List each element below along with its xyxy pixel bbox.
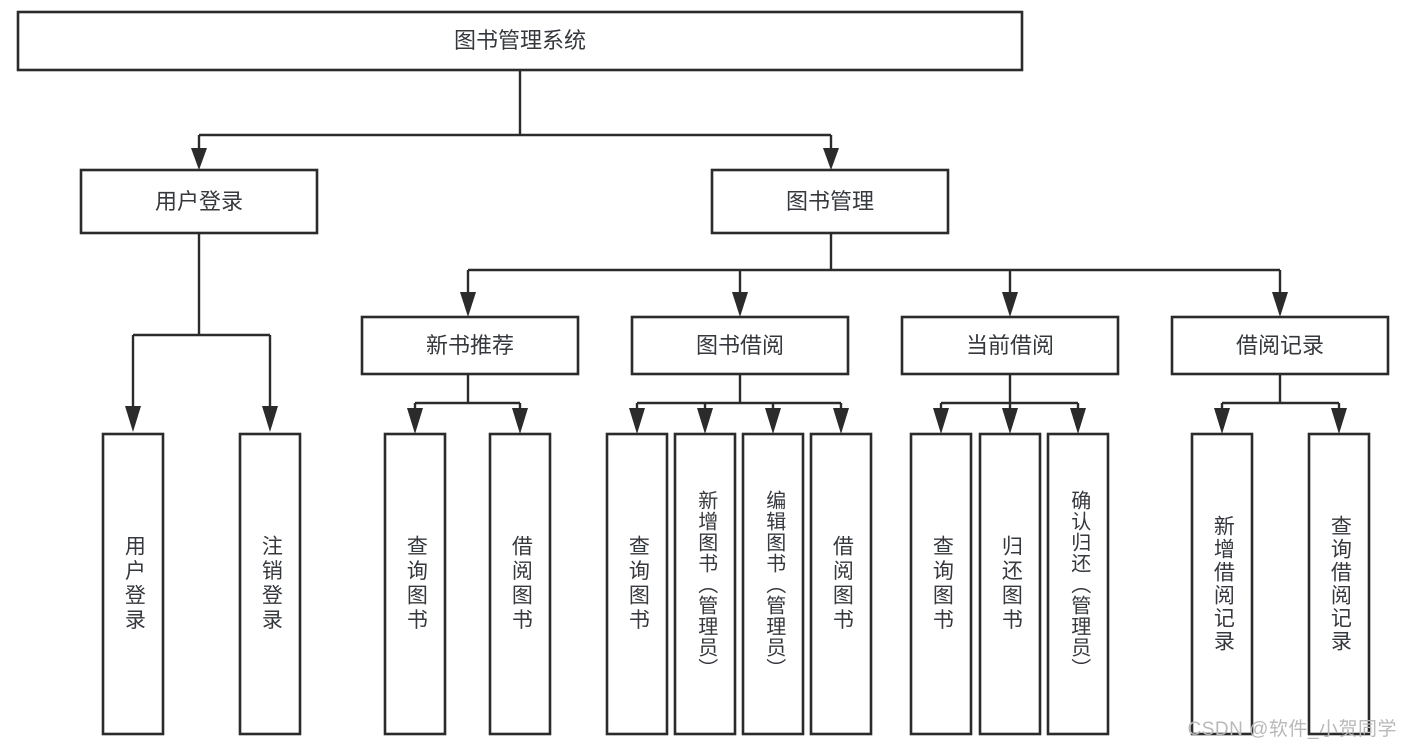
- arrowhead-leaf-user-login: [125, 406, 141, 432]
- node-root-box[interactable]: [16, 10, 1024, 72]
- node-new-book-rec-box[interactable]: [360, 315, 580, 376]
- arrowhead-book-borrow: [732, 292, 748, 317]
- arrowhead-book-mgmt: [823, 148, 839, 170]
- arrowhead-leaf-borrow-book-b: [833, 408, 849, 434]
- arrowhead-user-login: [191, 148, 207, 170]
- node-book-borrow-label: 图书借阅: [696, 333, 784, 358]
- connector-group: [125, 70, 1347, 434]
- arrowhead-leaf-query-book-c: [933, 408, 949, 434]
- arrowhead-current-borrow: [1002, 292, 1018, 317]
- arrowhead-borrow-record: [1272, 292, 1288, 317]
- node-leaf-return-book-box[interactable]: [978, 432, 1042, 736]
- arrowhead-new-book-rec: [460, 292, 476, 317]
- arrowhead-leaf-confirm-return: [1070, 408, 1086, 434]
- node-leaf-confirm-return-box[interactable]: [1046, 432, 1110, 736]
- node-leaf-borrow-book-b-box[interactable]: [809, 432, 873, 736]
- node-current-borrow-box[interactable]: [900, 315, 1120, 376]
- arrowhead-leaf-logout: [262, 406, 278, 432]
- node-leaf-logout-box[interactable]: [238, 432, 302, 736]
- node-leaf-user-login-box[interactable]: [101, 432, 165, 736]
- node-book-mgmt-box[interactable]: [710, 168, 950, 235]
- node-leaf-query-book-b-box[interactable]: [605, 432, 669, 736]
- node-user-login-box[interactable]: [79, 168, 319, 235]
- node-user-login-label: 用户登录: [155, 189, 243, 214]
- node-borrow-record-box[interactable]: [1170, 315, 1390, 376]
- node-borrow-record-label: 借阅记录: [1236, 333, 1324, 358]
- node-leaf-edit-book-box[interactable]: [741, 432, 805, 736]
- node-leaf-add-record-box[interactable]: [1190, 432, 1254, 736]
- arrowhead-leaf-borrow-book-a: [512, 408, 528, 434]
- arrowhead-leaf-edit-book: [765, 408, 781, 434]
- node-root-label: 图书管理系统: [454, 28, 586, 53]
- arrowhead-leaf-query-book-b: [629, 408, 645, 434]
- node-current-borrow-label: 当前借阅: [966, 333, 1054, 358]
- arrowhead-leaf-add-book: [697, 408, 713, 434]
- node-book-mgmt-label: 图书管理: [786, 189, 874, 214]
- csdn-watermark: CSDN @软件_小贺同学: [1187, 719, 1397, 740]
- node-leaf-add-book-box[interactable]: [673, 432, 737, 736]
- node-leaf-query-book-c-box[interactable]: [909, 432, 973, 736]
- node-leaf-borrow-book-a-box[interactable]: [488, 432, 552, 736]
- arrowhead-leaf-return-book: [1002, 408, 1018, 434]
- arrowhead-leaf-query-book-a: [407, 408, 423, 434]
- node-book-borrow-box[interactable]: [630, 315, 850, 376]
- arrowhead-leaf-query-record: [1331, 408, 1347, 434]
- node-leaf-query-record-box[interactable]: [1307, 432, 1371, 736]
- node-leaf-query-book-a-box[interactable]: [383, 432, 447, 736]
- arrowhead-leaf-add-record: [1214, 408, 1230, 434]
- node-box-group: [16, 10, 1390, 736]
- node-new-book-rec-label: 新书推荐: [426, 333, 514, 358]
- horizontal-label-group: 图书管理系统 用户登录 图书管理 新书推荐 图书借阅 当前借阅 借阅记录: [155, 28, 1324, 358]
